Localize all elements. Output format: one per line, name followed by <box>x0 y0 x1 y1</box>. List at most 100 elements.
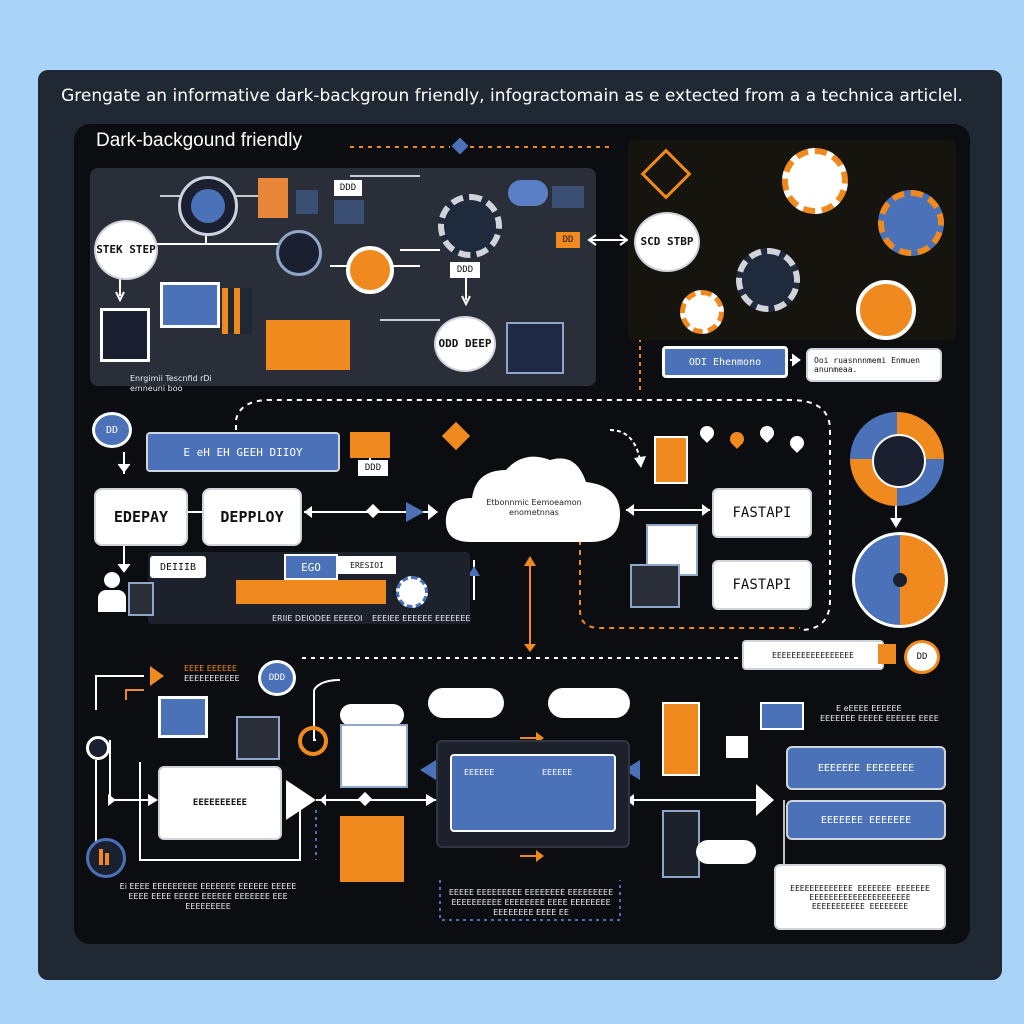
center-right-text: EEEEEE <box>542 768 573 777</box>
tag-chip-b: DDD <box>450 262 480 278</box>
cloud-shape: Etbonnmic Eemoeamon enometnnas <box>440 446 626 548</box>
card-left[interactable]: EEEEEEEEEE <box>158 766 282 840</box>
tag-chip-a-label: DDD <box>339 183 357 193</box>
folder-icon <box>158 696 208 738</box>
small-gear-icon <box>680 290 724 334</box>
blue-gear-icon <box>736 248 800 312</box>
center-screen: EEEEEE EEEEEE <box>450 754 616 832</box>
tiny-label-1: EEEE EEEEEE <box>184 664 238 673</box>
status-bar-label: ODI Ehenmono <box>688 356 762 368</box>
middle-badge-label: DD <box>105 424 119 436</box>
orange-coin-icon <box>346 246 394 294</box>
tiny-label-2: EEEEEEEEEEE <box>184 674 240 683</box>
pin-icons <box>696 422 826 462</box>
cylinder-end <box>878 644 896 664</box>
info-dot-icon <box>86 736 110 760</box>
window-icon <box>760 702 804 730</box>
fastapi-label-1-text: FASTAPI <box>732 505 792 521</box>
top-left-caption: Enrgimii Tescnfid rDi emneuni boo <box>130 374 212 393</box>
cloud-icon-2 <box>340 704 404 726</box>
note-card-top-right: Ooi ruasnnnmemi Enmuen anunmeaa. <box>806 348 942 382</box>
cap-left-middle: ERIIE DEIODEE EEEEOI <box>272 614 363 623</box>
caption-bottom-left: Ei EEEE EEEEEEEEE EEEEEEE EEEEEE EEEEE E… <box>119 882 297 911</box>
list-panel-icon <box>334 200 364 224</box>
tag-pill-mid: EGO <box>284 554 338 580</box>
tag-pill-left: DEIIIB <box>150 556 206 578</box>
oval-badge-label: DDD <box>268 673 286 683</box>
right-button-1-label: EEEEEEE EEEEEEEE <box>817 762 915 774</box>
orange-arrow-banner <box>236 580 386 604</box>
user-group-icon <box>94 572 154 630</box>
cloud-icon <box>508 180 548 206</box>
small-monitor-icon <box>726 736 748 758</box>
gear-icon <box>438 194 502 258</box>
tag-chip-d: DDD <box>358 460 388 476</box>
step-circle-odd: ODD DEEP <box>434 316 496 372</box>
orange-gear-icon-2 <box>878 190 944 256</box>
right-button-1[interactable]: EEEEEEE EEEEEEEE <box>786 746 946 790</box>
oval-badge: DDD <box>258 660 296 696</box>
tag-chip-a: DDD <box>334 180 362 196</box>
card-left-text: EEEEEEEEEE <box>192 798 248 808</box>
doc-icon <box>296 190 318 214</box>
page-title: Grengate an informative dark-backgroun f… <box>61 86 963 106</box>
cloud-icon-large <box>445 456 620 542</box>
tag-chip-c: DD <box>556 232 580 248</box>
edepay-button[interactable]: EDEPAY <box>94 488 188 546</box>
tag-pill-mid-label: EGO <box>301 560 321 574</box>
step-circle-odd-label: ODD DEEP <box>438 337 492 350</box>
server-tower-icon-2 <box>662 702 700 776</box>
tag-pill-mid2: ERESIOI <box>338 556 396 574</box>
cloud-icon-4 <box>548 688 630 718</box>
center-left-text: EEEEEE <box>464 768 495 777</box>
middle-banner: E eH EH GEEH DIIOY <box>146 432 340 472</box>
cap-right-middle: EEEIEE EEEEEE EEEEEEE <box>372 614 471 623</box>
orange-coin-icon-2 <box>856 280 916 340</box>
orange-document-icon <box>340 816 404 882</box>
tag-pill-mid2-label: ERESIOI <box>350 560 384 570</box>
edepay-button-label: EDEPAY <box>113 508 169 526</box>
bar-chart-icon <box>222 288 252 334</box>
settings-gear-icon <box>396 576 428 608</box>
section-title: Dark-backgound friendly <box>96 130 302 151</box>
caption-bottom-mid: EEEEE EEEEEEEEE EEEEEEEE EEEEEEEEE EEEEE… <box>448 888 614 917</box>
step-badge-label: STEK STEP <box>96 243 156 256</box>
bar-chart-icon-2 <box>350 432 390 458</box>
right-caption-1: E eEEEE EEEEEE <box>836 704 902 713</box>
orb-badge: DD <box>904 640 940 674</box>
list-icon-2 <box>236 716 280 760</box>
orb-badge-label: DD <box>916 652 928 662</box>
step-circle-scd-label: SCD STBP <box>640 235 694 248</box>
right-caption-2: EEEEEEE EEEEE EEEEEE EEEE <box>820 714 939 723</box>
camera-icon <box>276 230 322 276</box>
middle-badge: DD <box>92 412 132 448</box>
tag-chip-c-label: DD <box>562 235 574 245</box>
tag-pill-left-label: DEIIIB <box>159 561 197 573</box>
notes-panel-icon <box>266 320 350 370</box>
fastapi-label-1[interactable]: FASTAPI <box>712 488 812 538</box>
fastapi-label-2-text: FASTAPI <box>732 577 792 593</box>
profile-icon <box>178 176 238 236</box>
server-rack-icon <box>258 178 288 218</box>
tag-chip-d-label: DDD <box>364 463 382 473</box>
cloud-icon-5 <box>696 840 756 864</box>
fastapi-label-2[interactable]: FASTAPI <box>712 560 812 610</box>
note-card-top-right-text: Ooi ruasnnnmemi Enmuen anunmeaa. <box>814 356 920 374</box>
bar-chart-icon-3 <box>86 838 126 878</box>
right-button-2[interactable]: EEEEEEE EEEEEEE <box>786 800 946 840</box>
deploy-button[interactable]: DEPPLOY <box>202 488 302 546</box>
step-circle-scd: SCD STBP <box>634 212 700 272</box>
status-bar: ODI Ehenmono <box>662 346 788 378</box>
chart-panel-icon <box>506 322 564 374</box>
note-card-bottom-right-text: EEEEEEEEEEEEE EEEEEEE EEEEEEE EEEEEEEEEE… <box>790 883 930 911</box>
deploy-button-label: DEPPLOY <box>220 508 284 526</box>
middle-banner-label: E eH EH GEEH DIIOY <box>183 445 303 459</box>
donut-chart-icon <box>850 412 944 506</box>
list-panel-icon-2 <box>552 186 584 208</box>
list-icon <box>630 564 680 608</box>
device-icon <box>100 308 150 362</box>
cloud-text: Etbonnmic Eemoeamon enometnnas <box>486 498 582 517</box>
note-card-bottom-right: EEEEEEEEEEEEE EEEEEEE EEEEEEE EEEEEEEEEE… <box>774 864 946 930</box>
document-icon-2 <box>340 724 408 788</box>
orange-gear-icon <box>782 148 848 214</box>
